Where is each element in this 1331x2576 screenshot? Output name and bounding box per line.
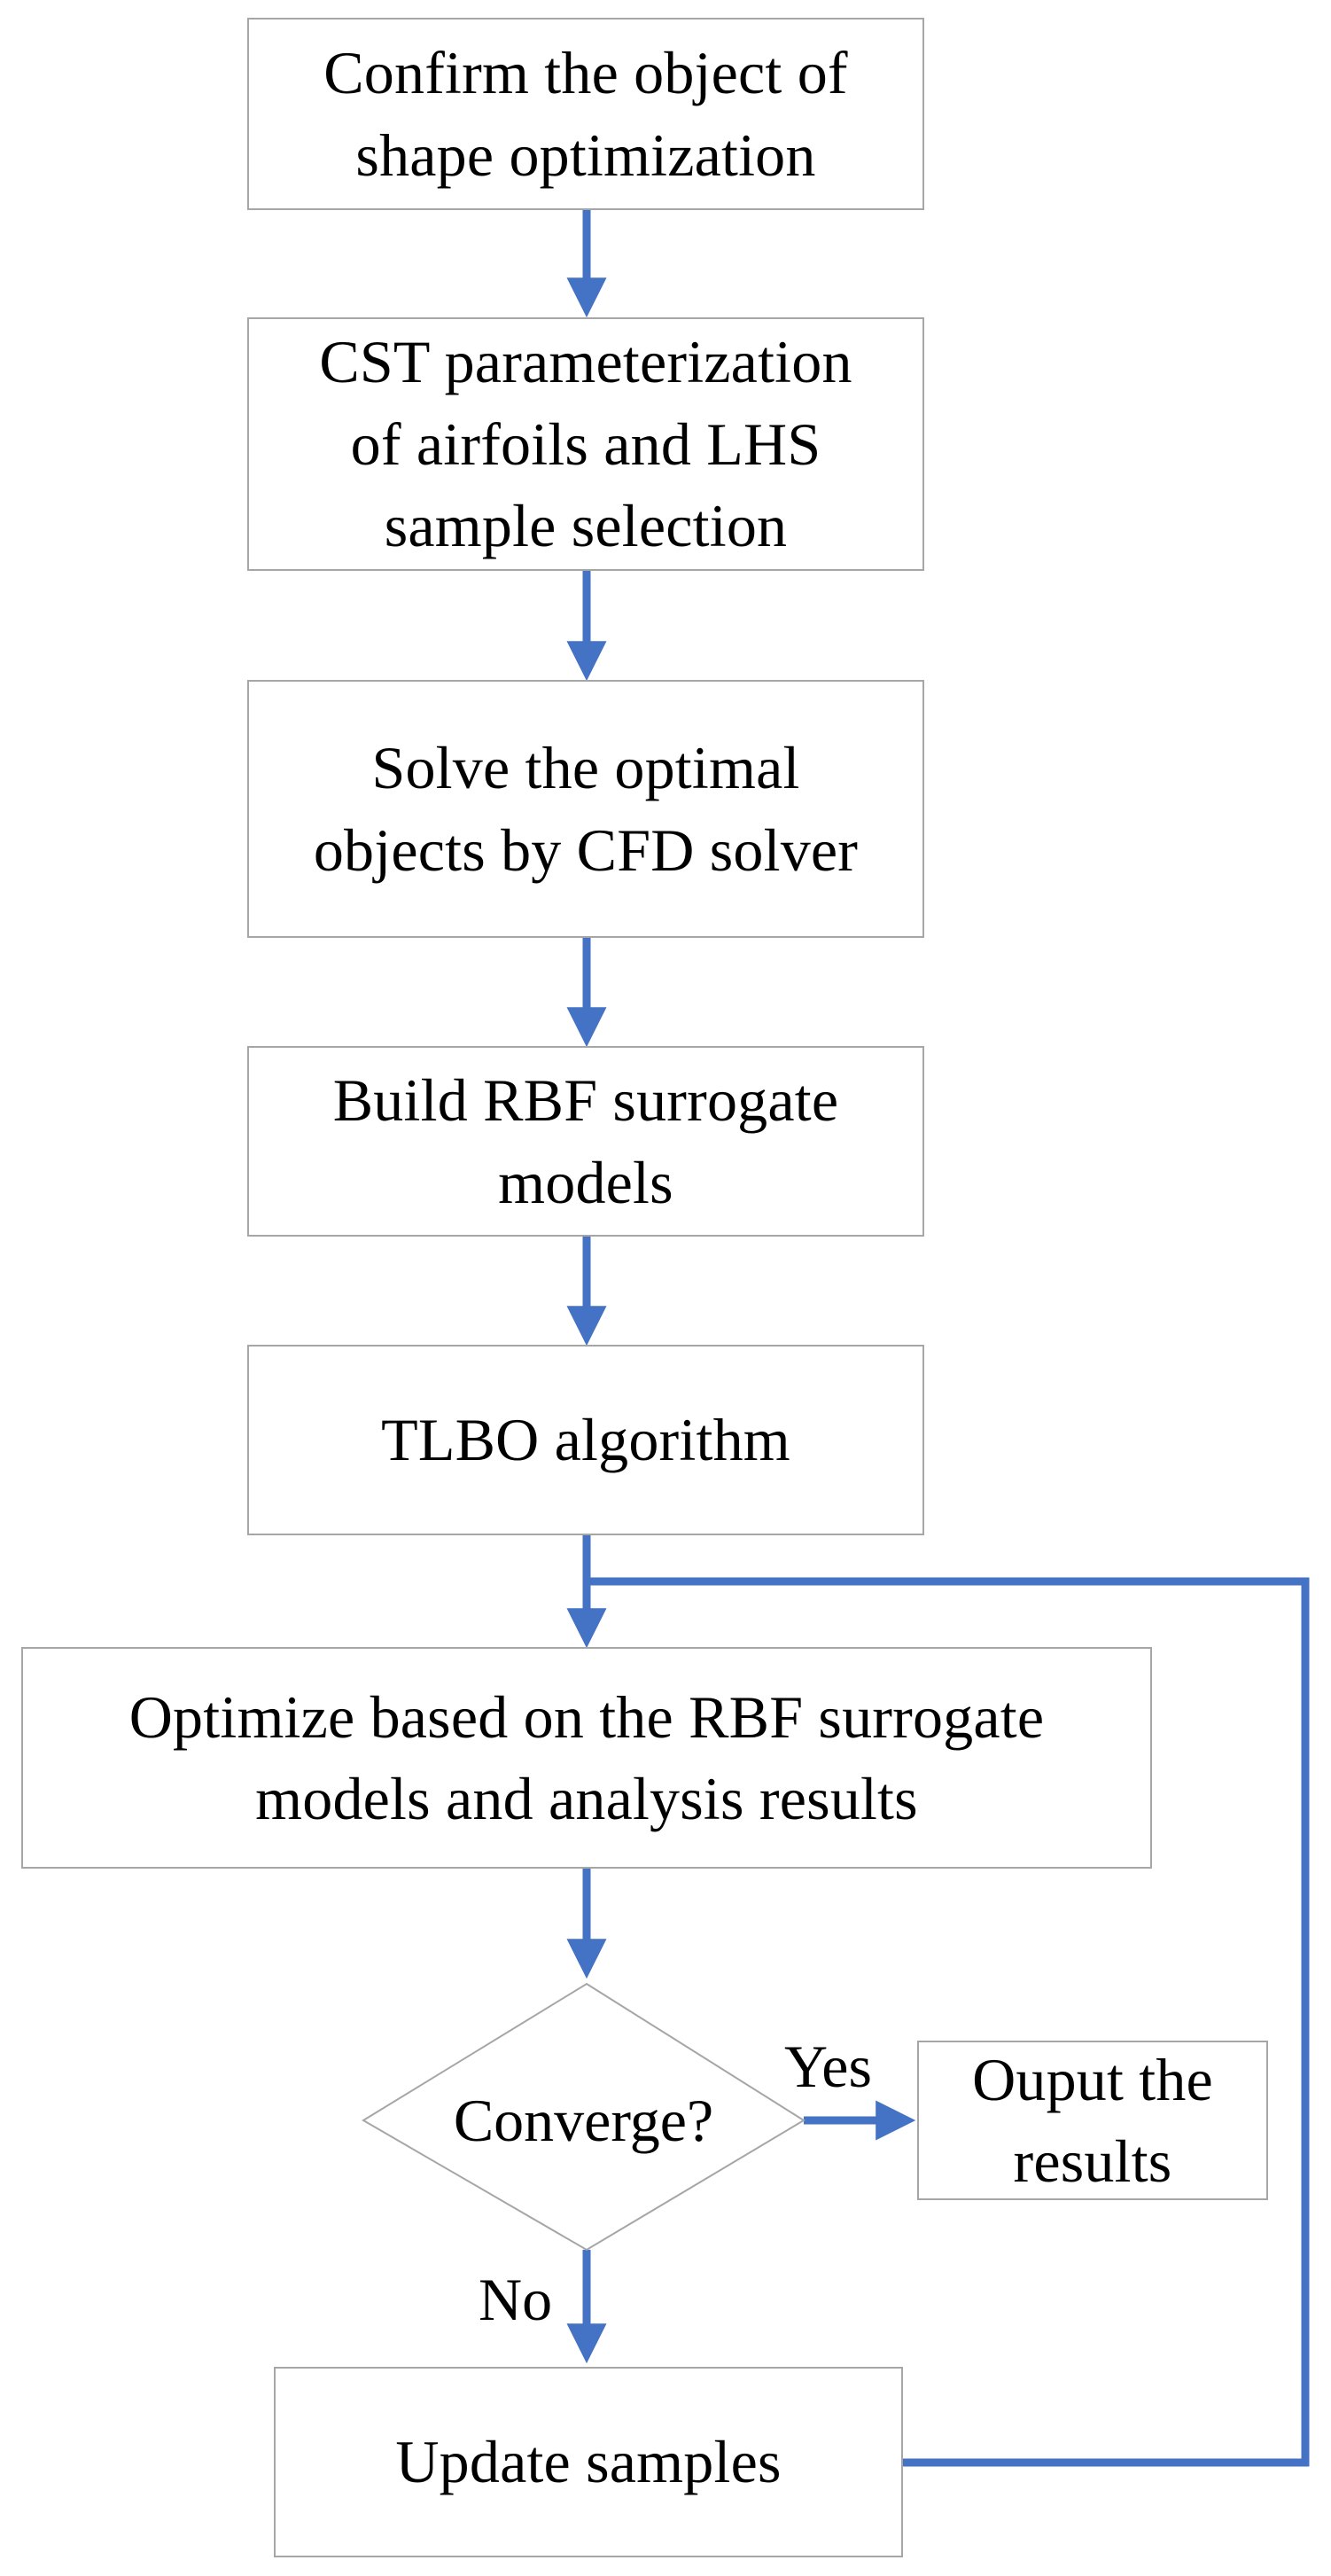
feedback-loop-line xyxy=(587,1577,1310,2467)
node-confirm-object: Confirm the object of shape optimization xyxy=(247,18,924,210)
node-converge-text: Converge? xyxy=(453,2087,714,2154)
node-confirm-object-text: Confirm the object of shape optimization xyxy=(323,39,848,189)
node-optimize: Optimize based on the RBF surrogate mode… xyxy=(21,1647,1152,1869)
node-tlbo-text: TLBO algorithm xyxy=(381,1406,790,1474)
converge-decision-diamond xyxy=(362,1982,806,2252)
node-update-samples-text: Update samples xyxy=(395,2428,782,2496)
node-solve-cfd: Solve the optimal objects by CFD solver xyxy=(247,680,924,938)
node-output-results-text: Ouput the results xyxy=(972,2045,1213,2195)
node-solve-cfd-text: Solve the optimal objects by CFD solver xyxy=(313,734,859,884)
node-update-samples: Update samples xyxy=(274,2367,903,2557)
node-build-rbf: Build RBF surrogate models xyxy=(247,1046,924,1237)
edge-label-yes: Yes xyxy=(784,2033,872,2100)
node-output-results: Ouput the results xyxy=(917,2041,1268,2200)
node-optimize-text: Optimize based on the RBF surrogate mode… xyxy=(128,1682,1045,1832)
node-cst-parameterization-text: CST parameterization of airfoils and LHS… xyxy=(319,328,852,560)
node-cst-parameterization: CST parameterization of airfoils and LHS… xyxy=(247,317,924,571)
edge-label-no: No xyxy=(479,2266,553,2333)
node-build-rbf-text: Build RBF surrogate models xyxy=(332,1066,839,1216)
node-tlbo: TLBO algorithm xyxy=(247,1345,924,1535)
